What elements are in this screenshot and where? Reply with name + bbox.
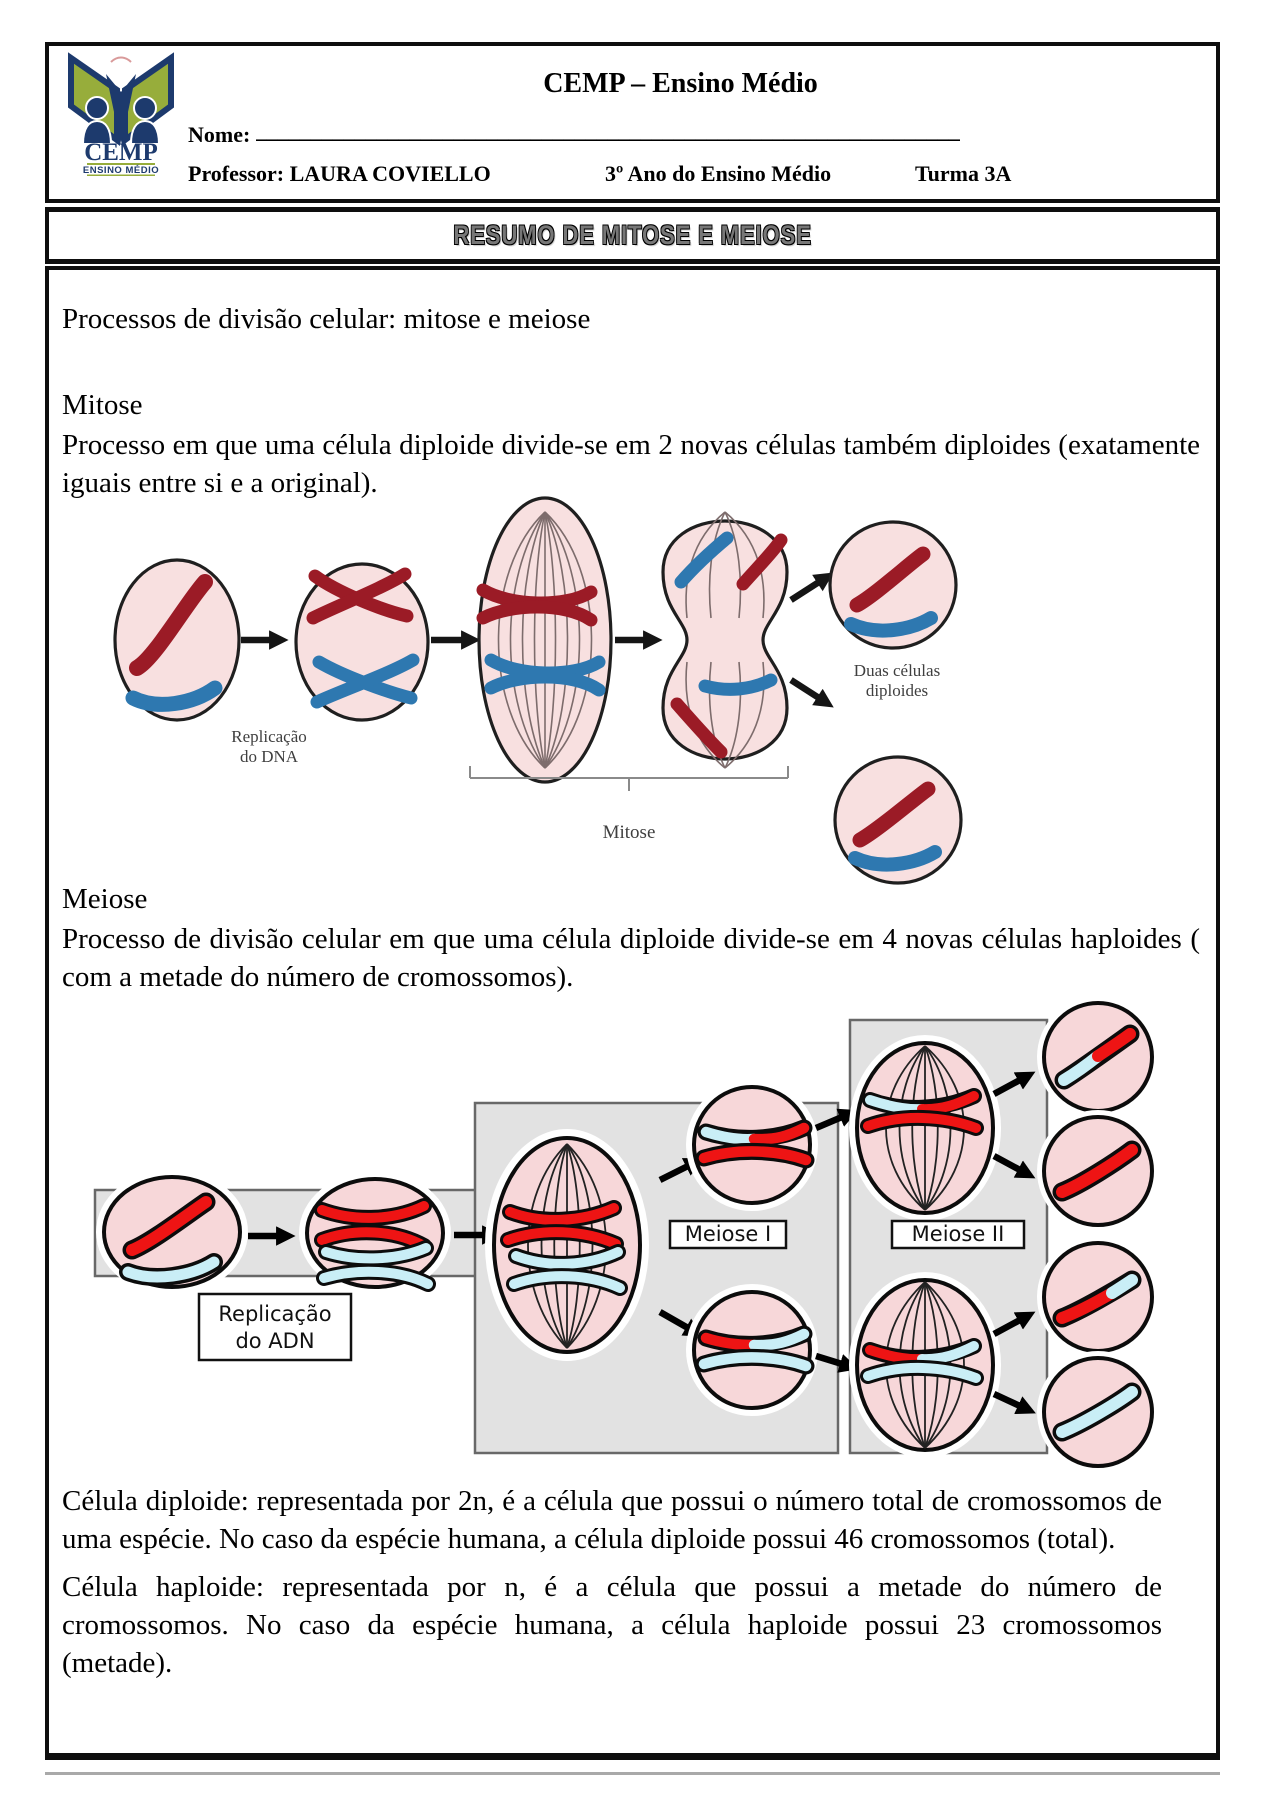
mitosis-diagram: Replicação do DNA [113, 496, 963, 885]
logo-accent-line [110, 56, 132, 63]
adn-replication-line1: Replicação [218, 1302, 331, 1326]
arrow-icon [992, 1071, 1036, 1097]
arrow-icon [658, 1158, 704, 1183]
haploid-cell-3 [1037, 1236, 1159, 1358]
dna-replication-label-line2: do DNA [240, 747, 299, 766]
content-section: Processos de divisão celular: mitose e m… [45, 266, 1220, 1760]
mitosis-daughter-cell-top [828, 520, 958, 650]
definitions-block: Célula diploide: representada por 2n, é … [62, 1482, 1162, 1682]
adn-replication-line2: do ADN [235, 1329, 314, 1353]
logo-rule-top [87, 163, 155, 165]
mitosis-parent-cell [113, 558, 241, 722]
logo-person-right-body [129, 119, 161, 145]
page-bottom-rule [45, 1772, 1220, 1775]
meiose2-label: Meiose II [890, 1219, 1026, 1250]
mitosis-replicated-cell [294, 562, 430, 722]
meiose2-spindle-bottom [849, 1272, 1001, 1458]
banner-section: RESUMO DE MITOSE E MEIOSE [45, 207, 1220, 264]
name-blank-line: ________________________________________… [255, 118, 960, 143]
haploid-cell-2 [1037, 1110, 1159, 1232]
haploid-cell-4 [1037, 1351, 1159, 1470]
meiose2-spindle-top [849, 1035, 1001, 1221]
mitosis-bracket [469, 766, 789, 791]
meiosis-parent-cell [96, 1169, 248, 1295]
result-label-line2: diploides [866, 681, 928, 700]
logo-center-fold [106, 74, 136, 145]
dna-replication-label-line1: Replicação [231, 727, 307, 746]
arrow-icon [815, 1352, 859, 1373]
haploide-definition: Célula haploide: representada por n, é a… [62, 1571, 1162, 1679]
header-section: CEMP ENSINO MÉDIO CEMP – Ensino Médio No… [45, 42, 1220, 203]
meiosis-replicated-cell [299, 1171, 451, 1295]
haploid-cell-1 [1037, 1000, 1159, 1118]
grade-label: 3º Ano do Ensino Médio [605, 161, 832, 186]
mitosis-metaphase-cell [476, 496, 613, 784]
meiose1-label: Meiose I [668, 1219, 788, 1250]
mitosis-bracket-label: Mitose [603, 822, 656, 843]
class-label: Turma 3A [915, 161, 1012, 186]
meiose1-spindle-cell [485, 1129, 649, 1361]
intro-text: Processos de divisão celular: mitose e m… [62, 303, 591, 335]
meiose1-product-top [686, 1079, 818, 1211]
meiose1-product-bottom [686, 1284, 818, 1416]
diploide-definition: Célula diploide: representada por 2n, é … [62, 1485, 1162, 1555]
name-label: Nome: [188, 122, 251, 147]
mitosis-daughter-cell-bottom [833, 755, 963, 885]
teacher-name: Professor: LAURA COVIELLO [188, 161, 491, 186]
meiose-description: Processo de divisão celular em que uma c… [62, 923, 1200, 993]
svg-text:Meiose I: Meiose I [685, 1222, 771, 1246]
mitose-heading: Mitose [62, 389, 143, 421]
logo-rule-bottom [87, 174, 155, 176]
arrow-icon [992, 1391, 1036, 1415]
arrow-icon [814, 1108, 859, 1131]
mitose-description: Processo em que uma célula diploide divi… [62, 429, 1200, 499]
svg-text:Meiose II: Meiose II [912, 1222, 1005, 1246]
arrow-icon [658, 1309, 704, 1337]
result-label-line1: Duas células [854, 661, 940, 680]
teacher-row: Professor: LAURA COVIELLO 3º Ano do Ensi… [188, 161, 1198, 191]
meiose-heading: Meiose [62, 883, 148, 915]
arrow-icon [992, 1153, 1036, 1179]
mitosis-dividing-cell [661, 511, 789, 769]
arrow-icon [789, 677, 834, 708]
arrow-icon [992, 1311, 1036, 1337]
logo-wordmark: CEMP [84, 139, 158, 166]
logo-subtitle: ENSINO MÉDIO [83, 165, 159, 176]
cemp-logo-icon: CEMP ENSINO MÉDIO [68, 52, 174, 176]
logo-person-left-body [81, 119, 113, 145]
document-title: CEMP – Ensino Médio [543, 68, 818, 99]
logo-person-left-head [85, 96, 109, 120]
meiosis-diagram: Replicação do ADN [93, 1000, 1159, 1470]
adn-replication-label: Replicação do ADN [197, 1292, 353, 1362]
banner-title: RESUMO DE MITOSE E MEIOSE [453, 220, 812, 250]
arrow-icon [789, 572, 834, 603]
name-row: Nome: __________________________________… [188, 118, 960, 148]
logo-person-right-head [133, 96, 157, 120]
